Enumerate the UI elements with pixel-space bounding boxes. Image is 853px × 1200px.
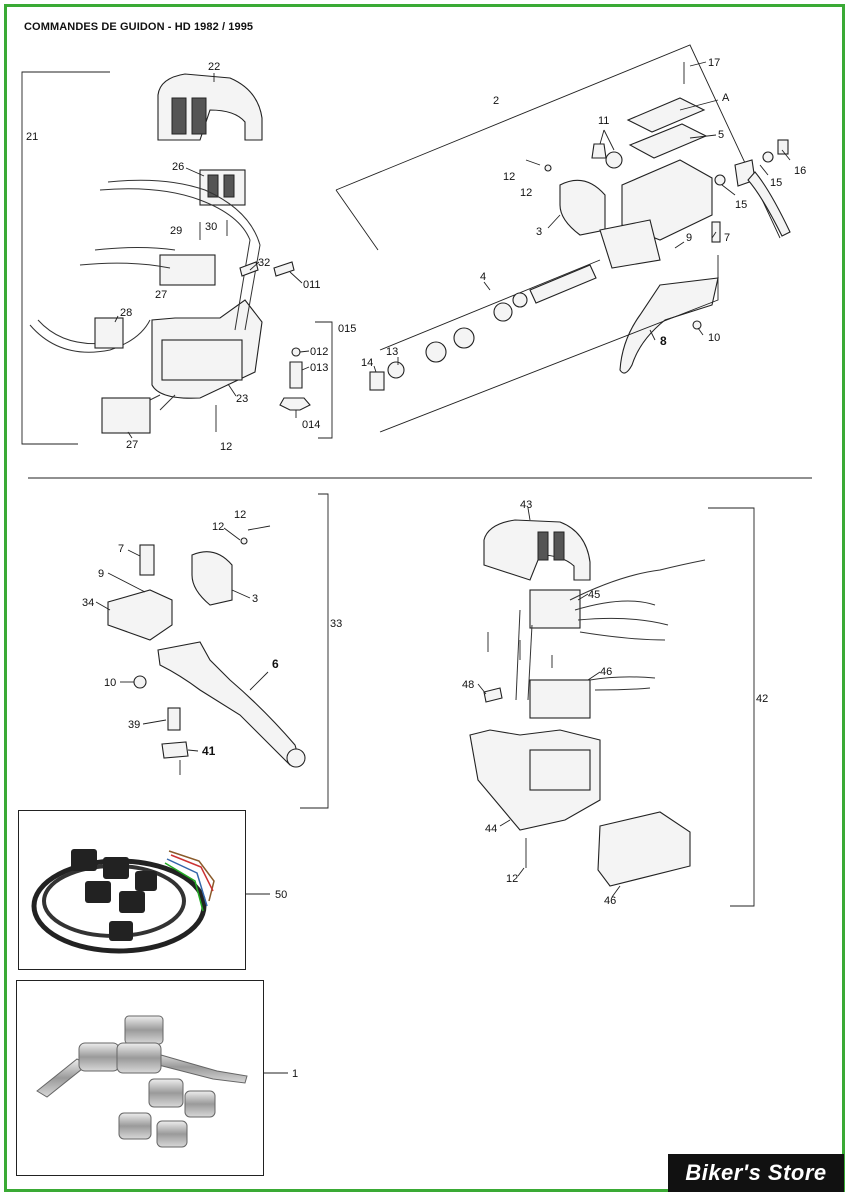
store-logo: Biker's Store [668,1154,844,1192]
switch-45-part [529,589,581,629]
callout-45: 45 [588,589,600,601]
callout-labels: 21 22 26 29 30 27 32 011 28 015 012 013 … [26,57,806,1080]
callout-12-mc-a: 12 [503,171,515,183]
callout-50: 50 [275,889,287,901]
callout-15-b: 15 [735,199,747,211]
reservoir-body-part [621,159,713,241]
callout-4: 4 [480,271,486,283]
callout-16: 16 [794,165,806,177]
switch-27-bottom-part [101,397,151,434]
switch-46-bottom-part [597,811,691,887]
chrome-controls-photo [16,980,264,1176]
callout-10-mc: 10 [708,332,720,344]
callout-015: 015 [338,323,356,335]
group-42-switch-housing [469,507,755,907]
callout-42: 42 [756,693,768,705]
pivot-pin-part [139,544,155,576]
callout-15-a: 15 [770,177,782,189]
callout-12-rh: 12 [506,873,518,885]
callout-9-mc: 9 [686,232,692,244]
callout-011: 011 [303,279,321,291]
callout-33: 33 [330,618,342,630]
callout-013: 013 [310,362,328,374]
callout-012: 012 [310,346,328,358]
callout-11: 11 [598,115,609,127]
callout-44: 44 [485,823,497,835]
callout-6: 6 [272,657,279,671]
switch-46-part [529,679,591,719]
callout-A: A [722,92,730,104]
brake-lever-part [619,277,719,374]
callout-14: 14 [361,357,373,369]
callout-3-mc: 3 [536,226,542,238]
callout-7-cl: 7 [118,543,124,555]
switch-cover-43-part [483,519,591,581]
callout-014: 014 [302,419,320,431]
page-title: COMMANDES DE GUIDON - HD 1982 / 1995 [24,21,254,33]
callout-3-cl: 3 [252,593,258,605]
callout-32: 32 [258,257,270,269]
wiring-harness-photo [18,810,246,970]
group-2-master-cylinder [335,44,791,433]
callout-34: 34 [82,597,94,609]
callout-27-bottom: 27 [126,439,138,451]
callout-12-left: 12 [220,441,232,453]
callout-10-cl: 10 [104,677,116,689]
bushing-part [369,371,385,391]
group-33-clutch-lever [95,493,329,809]
perch-part [107,589,173,641]
callout-23: 23 [236,393,248,405]
callout-46-bottom: 46 [604,895,616,907]
callout-12-mc-b: 12 [520,187,532,199]
callout-21: 21 [26,131,38,143]
callout-43: 43 [520,499,532,511]
callout-27-top: 27 [155,289,167,301]
callout-1: 1 [292,1068,298,1080]
group-21-switch-housing [21,71,333,445]
reservoir-cover-part [626,97,706,133]
callout-39: 39 [128,719,140,731]
switch-27-part [159,254,216,286]
callout-41: 41 [202,744,216,758]
callout-48: 48 [462,679,474,691]
callout-9-cl: 9 [98,568,104,580]
callout-2: 2 [493,95,499,107]
callout-46-top: 46 [600,666,612,678]
callout-8: 8 [660,334,667,348]
callout-5: 5 [718,129,724,141]
callout-29: 29 [170,225,182,237]
callout-12-cl-b: 12 [212,521,224,533]
switch-28-part [94,317,124,349]
clamp-part [559,179,606,236]
callout-26: 26 [172,161,184,173]
callout-7-mc: 7 [724,232,730,244]
switch-block-part [199,169,246,206]
callout-12-cl-a: 12 [234,509,246,521]
callout-28: 28 [120,307,132,319]
callout-22: 22 [208,61,220,73]
callout-17: 17 [708,57,720,69]
callout-30: 30 [205,221,217,233]
diagram-frame [4,4,845,1192]
callout-13: 13 [386,346,398,358]
